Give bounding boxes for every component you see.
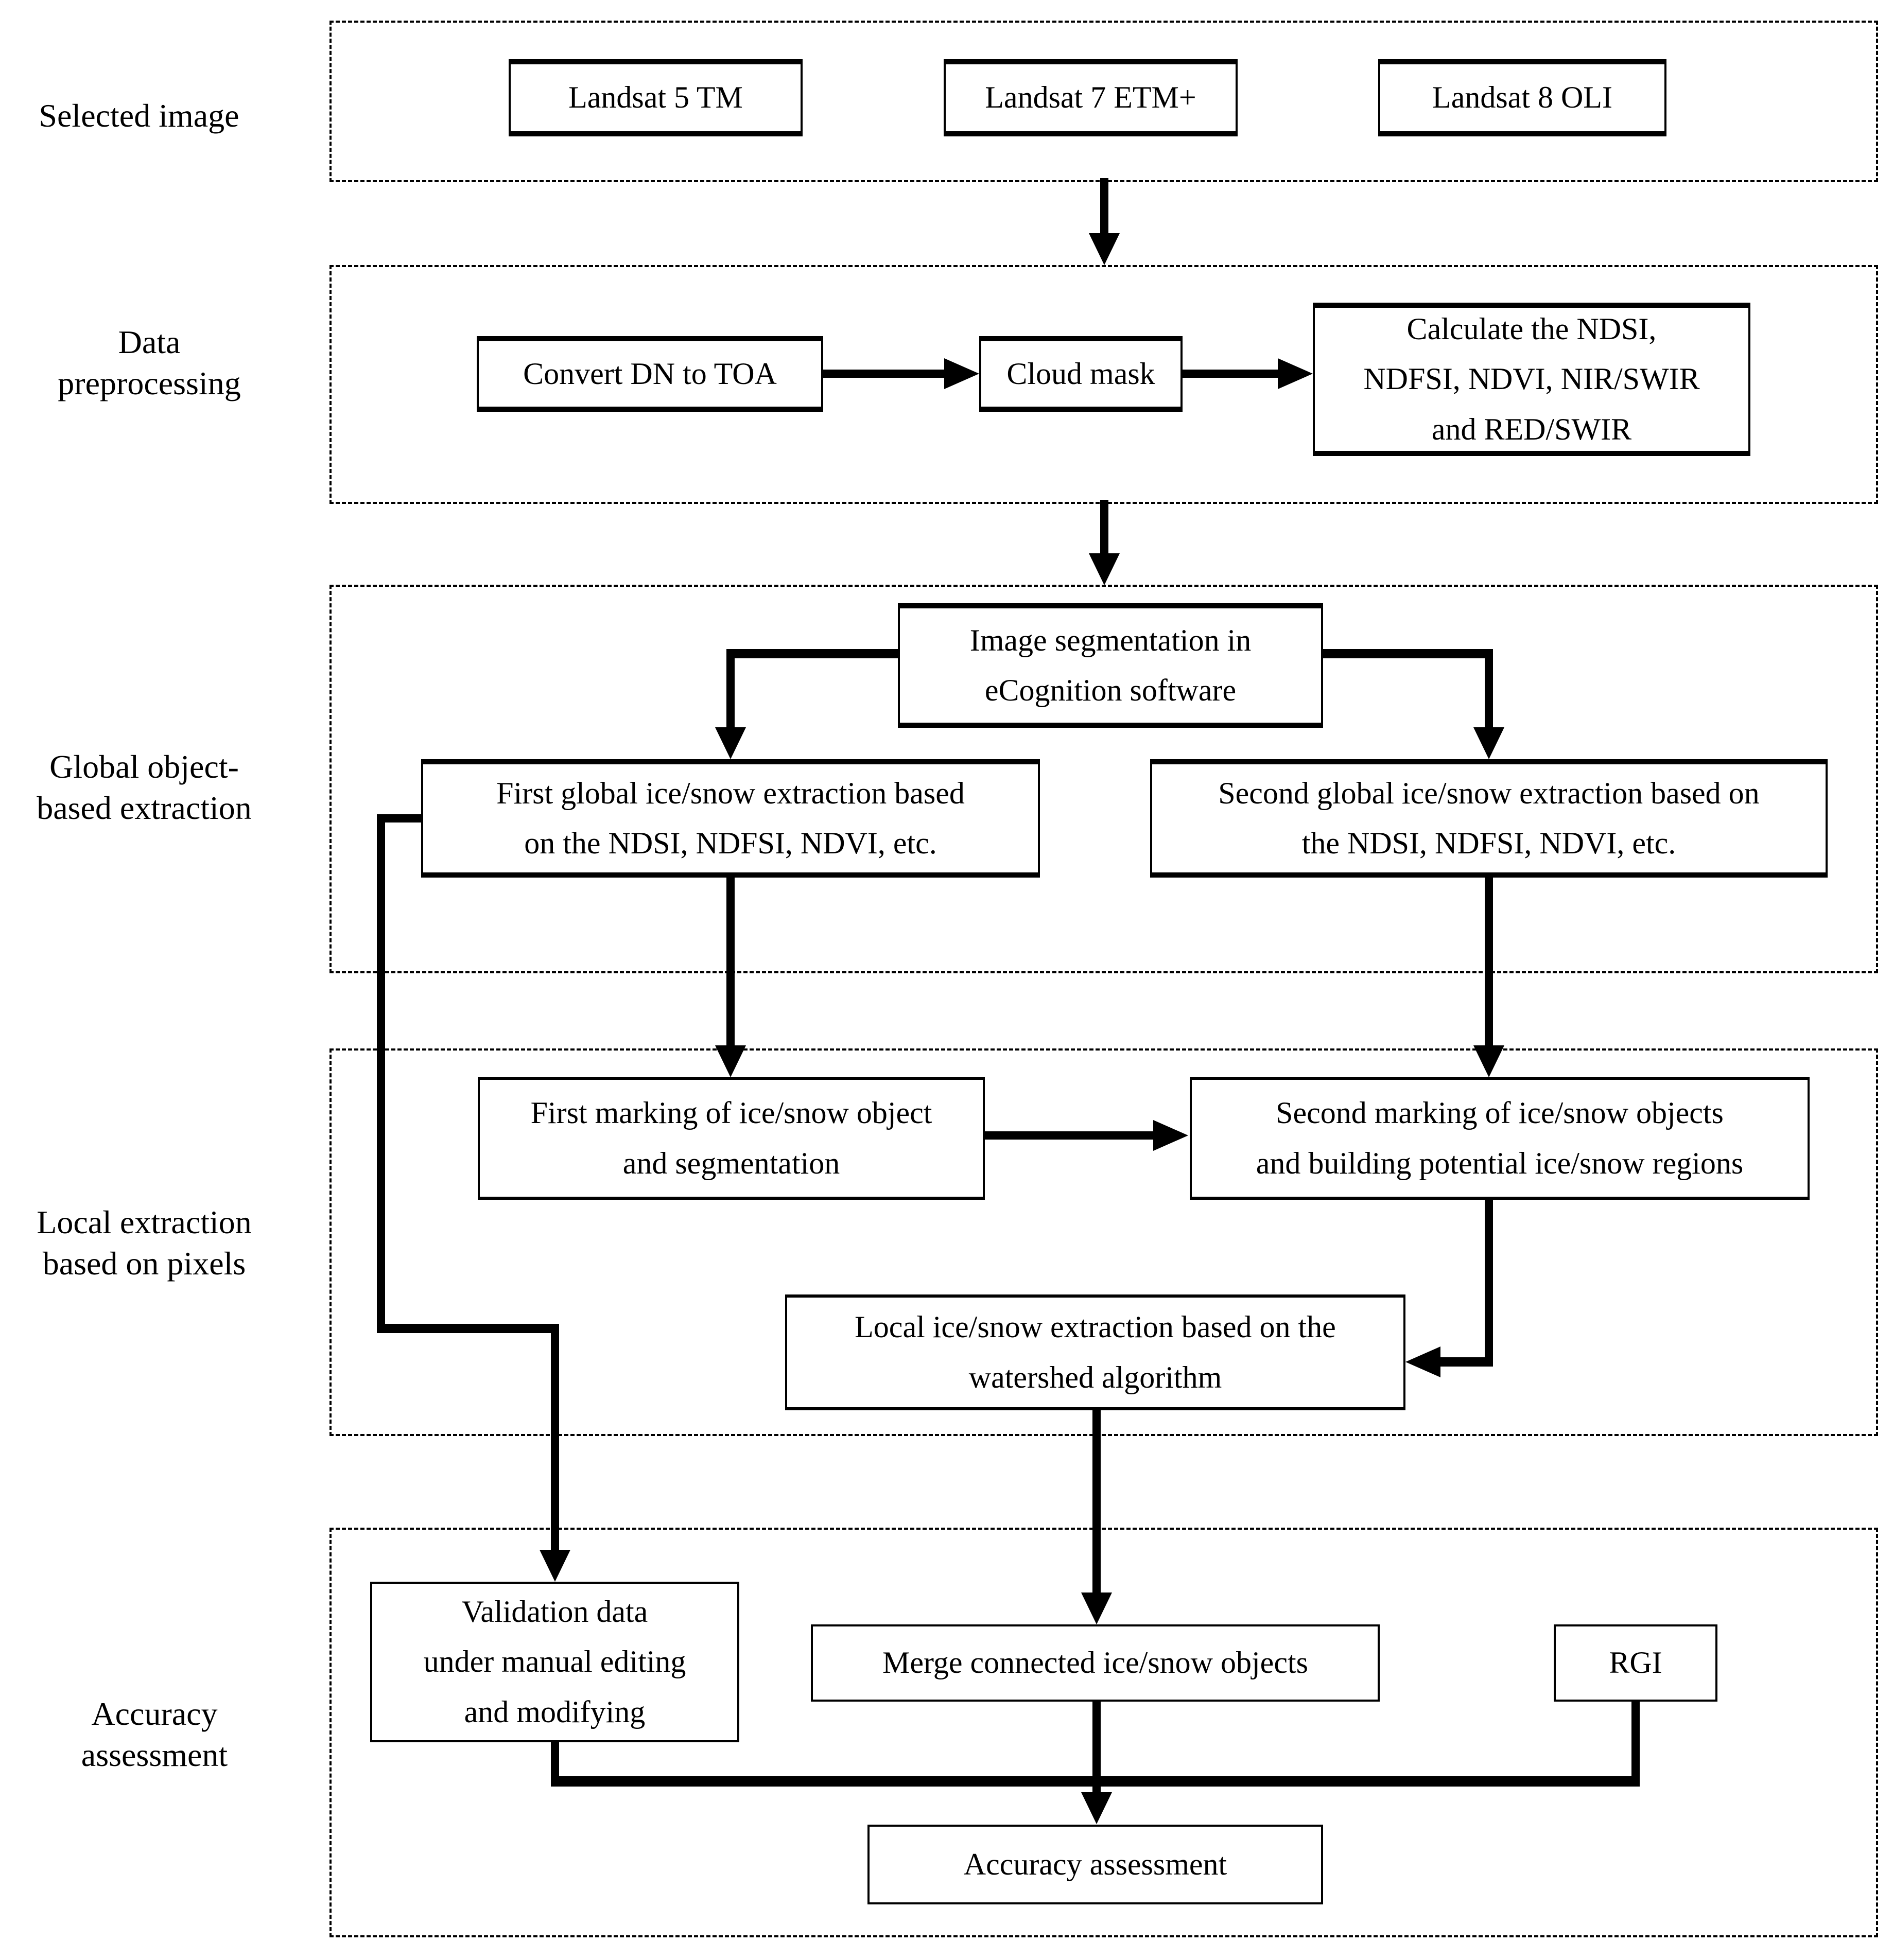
arrow-head-to-validation xyxy=(540,1550,570,1582)
stage-label-global-extraction: Global object- based extraction xyxy=(37,748,252,826)
stage-label-accuracy: Accuracy assessment xyxy=(81,1695,228,1773)
arrow-shaft-firstmarking-to-secondmarking xyxy=(985,1131,1153,1140)
arrow-head-local-to-merge xyxy=(1081,1592,1112,1624)
connector-rgi-down xyxy=(1631,1702,1640,1787)
connector-secondmarking-down xyxy=(1485,1200,1493,1362)
node-landsat8-oli: Landsat 8 OLI xyxy=(1378,59,1666,136)
stage-label-data-preprocessing: Data preprocessing xyxy=(58,324,241,401)
arrow-head-selected-to-preprocessing xyxy=(1089,233,1120,265)
branch-left-vertical xyxy=(726,649,735,727)
section-global-extraction xyxy=(329,585,1878,973)
arrow-shaft-cloudmask-to-calculate xyxy=(1183,370,1278,378)
arrow-shaft-local-to-merge xyxy=(1092,1410,1101,1592)
arrow-shaft-convert-to-cloudmask xyxy=(823,370,944,378)
arrow-shaft-secondglobal-to-secondmarking xyxy=(1485,878,1493,1047)
node-convert-dn-toa: Convert DN to TOA xyxy=(477,336,823,412)
section-accuracy-assessment xyxy=(329,1528,1878,1937)
arrow-shaft-preprocessing-to-global xyxy=(1100,500,1108,553)
arrow-shaft-selected-to-preprocessing xyxy=(1100,178,1108,234)
section-local-extraction xyxy=(329,1048,1878,1436)
node-accuracy-assessment: Accuracy assessment xyxy=(867,1825,1323,1904)
branch-right-horizontal xyxy=(1323,649,1493,658)
arrow-head-segmentation-to-second-global xyxy=(1473,727,1504,759)
node-landsat7-etm: Landsat 7 ETM+ xyxy=(944,59,1238,136)
node-image-segmentation: Image segmentation in eCognition softwar… xyxy=(898,603,1323,728)
node-first-marking: First marking of ice/snow object and seg… xyxy=(478,1077,985,1200)
arrow-head-segmentation-to-first-global xyxy=(715,727,746,759)
node-first-global-extraction: First global ice/snow extraction based o… xyxy=(421,759,1040,878)
node-validation-data: Validation data under manual editing and… xyxy=(370,1582,739,1742)
arrow-shaft-firstglobal-to-firstmarking xyxy=(726,878,735,1047)
connector-firstglobal-left-vertical xyxy=(377,814,385,1333)
arrow-head-preprocessing-to-global xyxy=(1089,553,1120,585)
arrow-head-convert-to-cloudmask xyxy=(944,358,979,389)
connector-firstglobal-elbow-horizontal xyxy=(377,1324,558,1333)
connector-firstglobal-to-validation-vertical xyxy=(551,1324,559,1550)
connector-validation-down xyxy=(551,1742,559,1787)
node-calculate-indices: Calculate the NDSI, NDFSI, NDVI, NIR/SWI… xyxy=(1313,303,1750,456)
arrow-head-secondglobal-to-secondmarking xyxy=(1473,1045,1504,1077)
node-local-watershed-extraction: Local ice/snow extraction based on the w… xyxy=(785,1294,1405,1410)
arrow-head-firstmarking-to-secondmarking xyxy=(1153,1120,1188,1151)
node-second-marking: Second marking of ice/snow objects and b… xyxy=(1190,1077,1810,1200)
arrow-head-firstglobal-to-firstmarking xyxy=(715,1045,746,1077)
node-landsat5-tm: Landsat 5 TM xyxy=(509,59,803,136)
arrow-head-cloudmask-to-calculate xyxy=(1278,358,1313,389)
node-second-global-extraction: Second global ice/snow extraction based … xyxy=(1150,759,1828,878)
stage-label-local-extraction: Local extraction based on pixels xyxy=(37,1204,252,1282)
node-rgi: RGI xyxy=(1554,1624,1717,1702)
node-cloud-mask: Cloud mask xyxy=(979,336,1183,412)
branch-left-horizontal xyxy=(726,649,898,658)
connector-firstglobal-left-stub xyxy=(381,814,422,822)
arrow-head-to-local-watershed xyxy=(1405,1346,1440,1377)
node-merge-objects: Merge connected ice/snow objects xyxy=(811,1624,1380,1702)
branch-right-vertical xyxy=(1485,649,1493,727)
connector-merge-down xyxy=(1092,1702,1101,1792)
connector-secondmarking-left xyxy=(1440,1357,1493,1367)
stage-label-selected-image: Selected image xyxy=(39,97,239,134)
arrow-head-to-accuracy xyxy=(1081,1792,1112,1824)
